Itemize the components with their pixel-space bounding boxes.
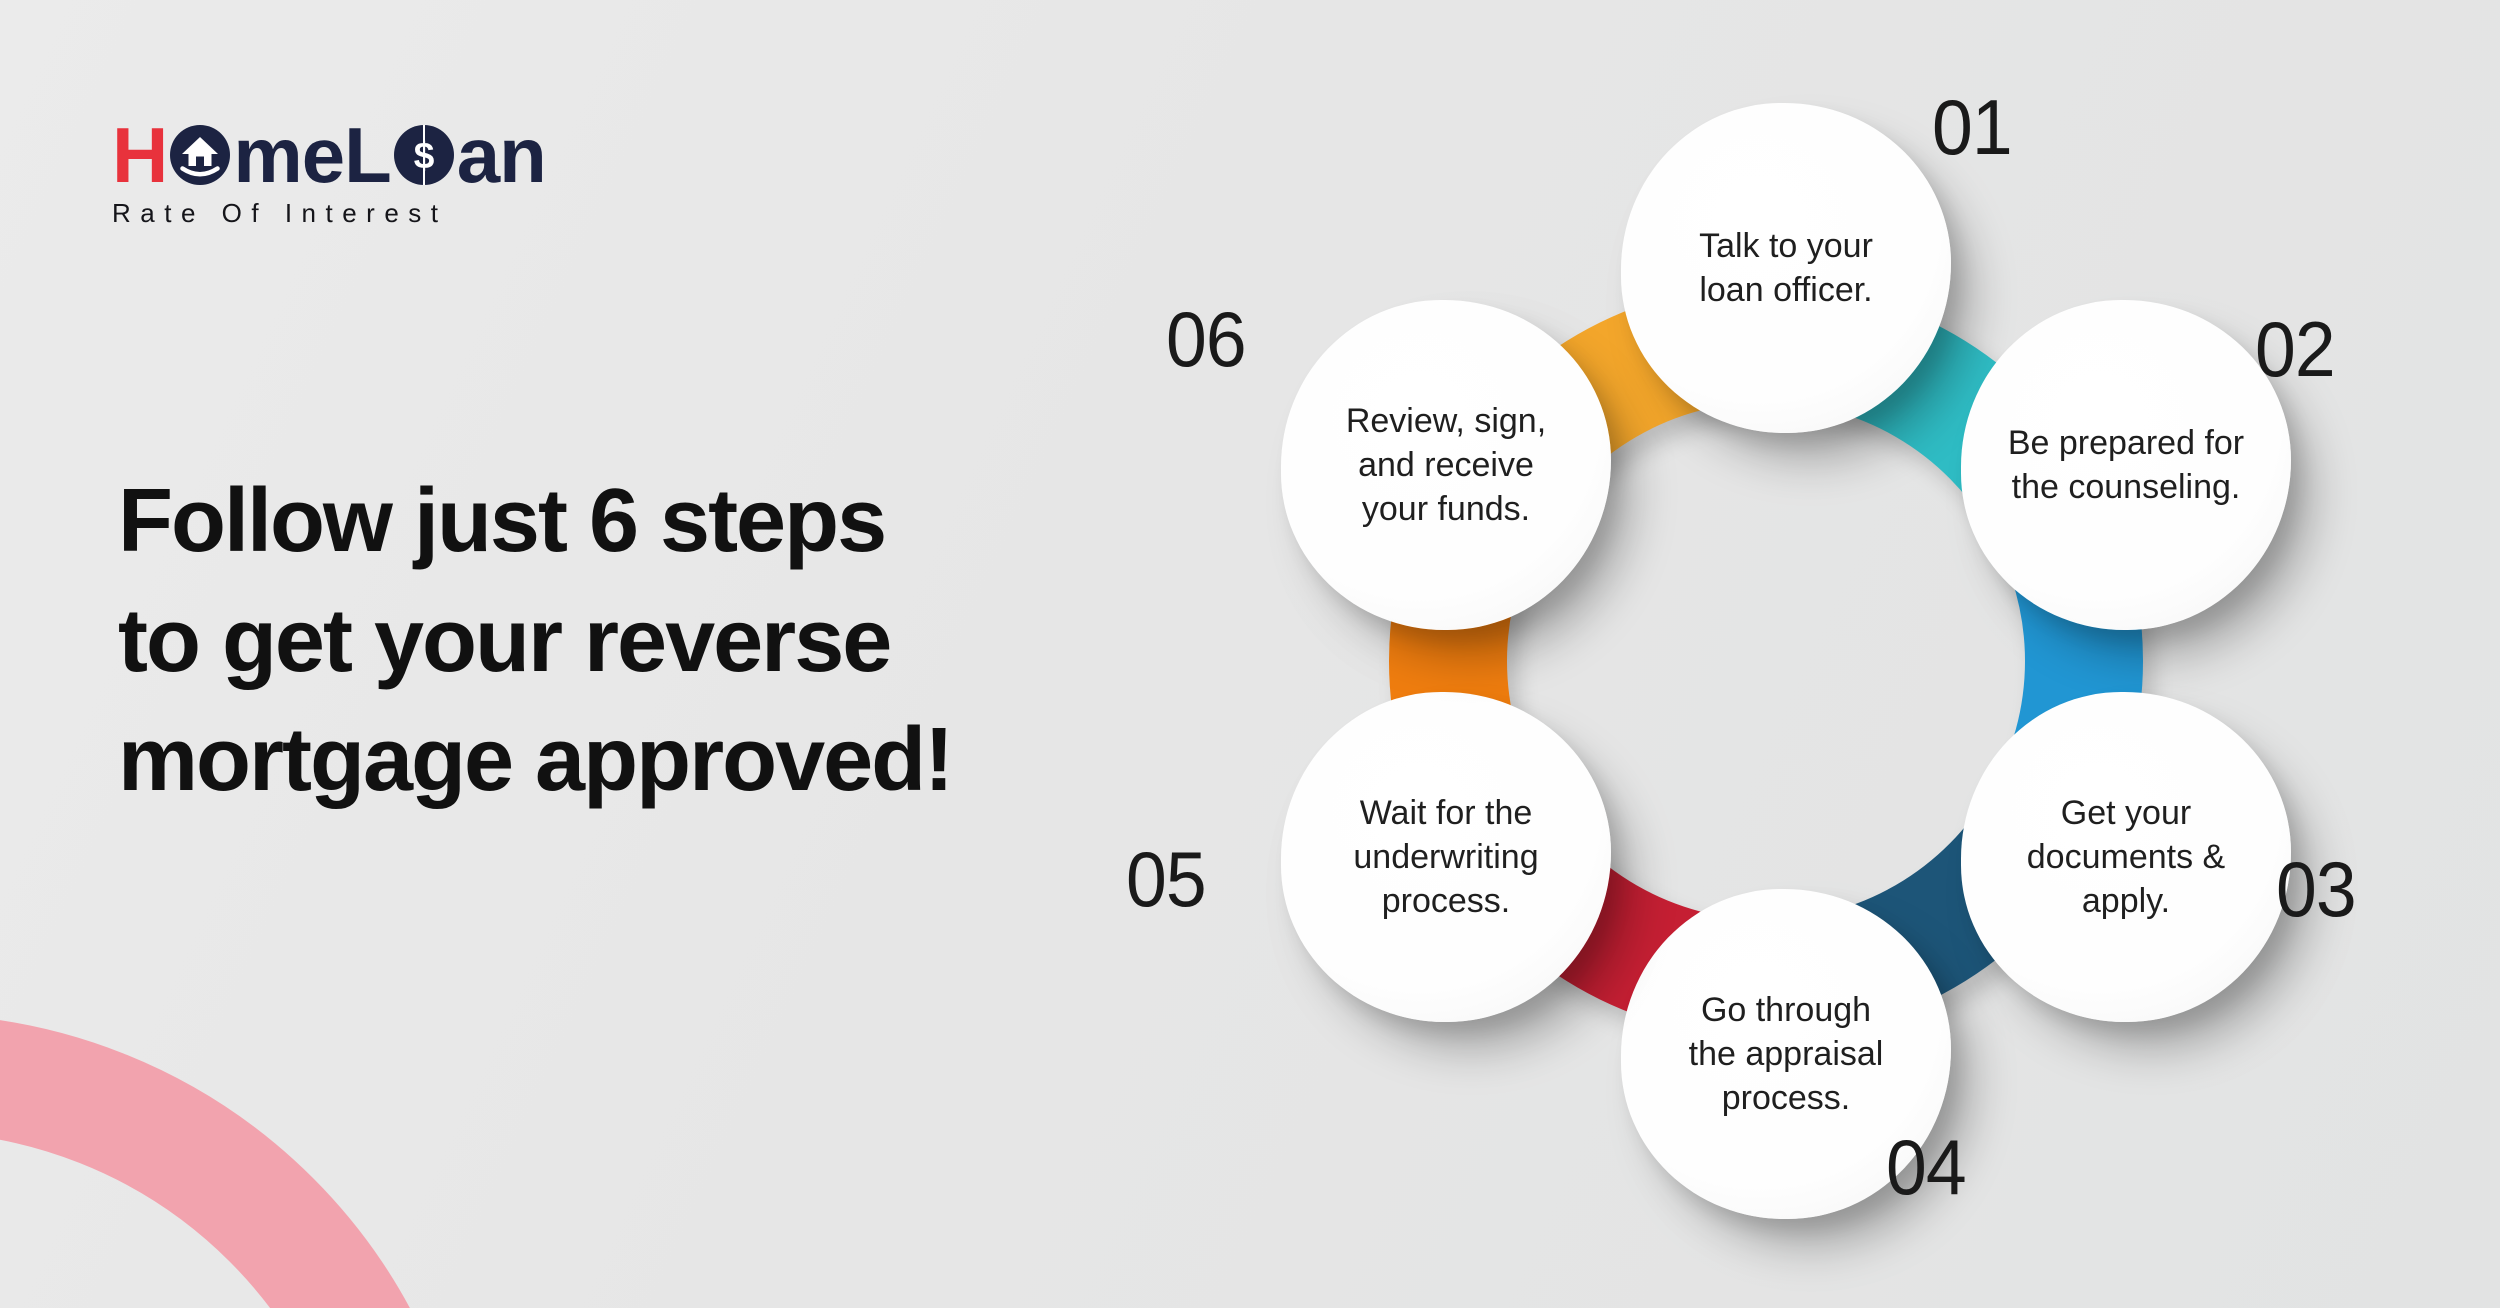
headline-line-1: Follow just 6 steps xyxy=(118,471,887,571)
logo-tagline: Rate Of Interest xyxy=(112,198,448,228)
step-06-text: Review, sign, and receive your funds. xyxy=(1346,399,1546,532)
logo-letter-h: H xyxy=(112,111,168,199)
logo-wordmark: H me L $ an xyxy=(112,111,547,199)
step-circle-01: Talk to your loan officer. xyxy=(1621,103,1951,433)
logo-letters-an: an xyxy=(456,111,547,199)
step-03-line-1: Get your xyxy=(2060,793,2192,832)
step-02-text: Be prepared for the counseling. xyxy=(2008,421,2244,509)
step-circle-06: Review, sign, and receive your funds. xyxy=(1281,300,1611,630)
step-04-line-3: process. xyxy=(1721,1079,1851,1118)
step-circle-05: Wait for the underwriting process. xyxy=(1281,692,1611,1022)
dollar-o-icon: $ xyxy=(393,125,454,185)
house-hands-o-icon xyxy=(170,125,231,185)
page-title: Follow just 6 steps to get your reverse … xyxy=(118,462,1138,821)
headline-line-2: to get your reverse xyxy=(118,590,892,691)
step-number-05: 05 xyxy=(1126,835,1207,923)
step-01-line-2: loan officer. xyxy=(1699,271,1873,309)
step-circle-04: Go through the appraisal process. xyxy=(1621,889,1951,1219)
step-01-text: Talk to your loan officer. xyxy=(1699,224,1873,312)
step-circle-03: Get your documents & apply. xyxy=(1961,692,2291,1022)
step-05-text: Wait for the underwriting process. xyxy=(1353,791,1538,924)
step-01-line-1: Talk to your xyxy=(1699,226,1873,265)
step-circle-02: Be prepared for the counseling. xyxy=(1961,300,2291,630)
svg-text:$: $ xyxy=(413,135,434,176)
step-04-text: Go through the appraisal process. xyxy=(1689,988,1884,1121)
step-05-line-3: process. xyxy=(1381,882,1511,921)
headline-line-3: mortgage approved! xyxy=(118,710,954,811)
pink-ring-arc xyxy=(0,1020,410,1308)
step-05-line-2: underwriting xyxy=(1353,837,1539,876)
step-number-06: 06 xyxy=(1166,295,1247,383)
step-03-line-3: apply. xyxy=(2081,882,2171,921)
step-02-line-2: the counseling. xyxy=(2011,468,2241,506)
step-number-02: 02 xyxy=(2255,305,2336,393)
step-06-line-3: your funds. xyxy=(1361,490,1531,529)
step-04-line-1: Go through xyxy=(1700,990,1872,1029)
step-03-text: Get your documents & apply. xyxy=(2027,791,2225,924)
step-06-line-2: and receive xyxy=(1358,445,1534,484)
step-number-01: 01 xyxy=(1932,83,2013,171)
logo-letters-me: me xyxy=(233,111,345,199)
step-05-line-1: Wait for the xyxy=(1359,793,1533,832)
homeloan-logo: H me L $ an Rate Of Interest xyxy=(112,111,547,229)
step-02-line-1: Be prepared for xyxy=(2007,423,2245,462)
step-number-03: 03 xyxy=(2276,845,2357,933)
step-03-line-2: documents & xyxy=(2026,837,2226,876)
step-06-line-1: Review, sign, xyxy=(1345,401,1547,440)
pink-ring-decoration xyxy=(0,1020,410,1308)
logo-letter-l: L xyxy=(344,111,392,199)
step-04-line-2: the appraisal xyxy=(1688,1034,1884,1073)
step-number-04: 04 xyxy=(1886,1123,1967,1211)
